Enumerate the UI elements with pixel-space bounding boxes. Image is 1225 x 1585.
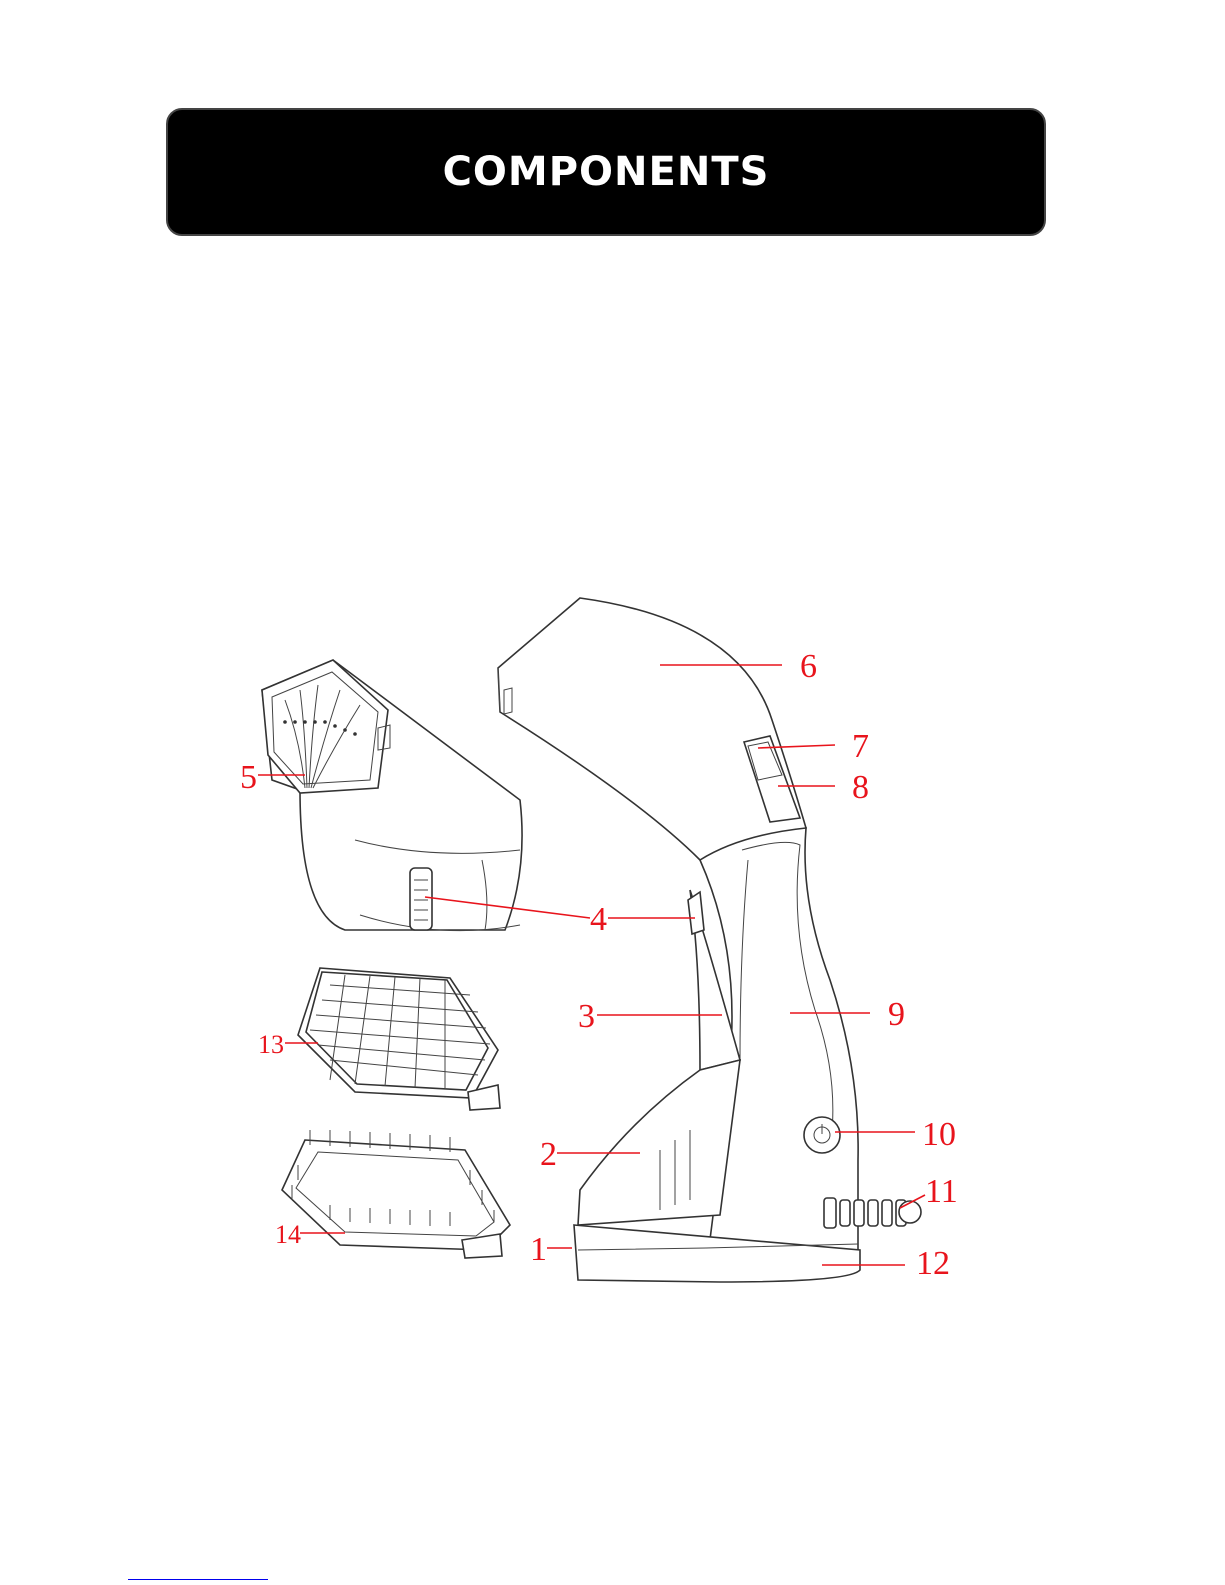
- accessory-14-brush-frame: [282, 1130, 510, 1258]
- callout-13: 13: [258, 1030, 284, 1059]
- callout-1: 1: [530, 1231, 547, 1268]
- accessory-13-mesh-pad: [298, 968, 500, 1110]
- steam-head-detail: [262, 660, 522, 931]
- callout-10: 10: [922, 1116, 956, 1153]
- callout-11: 11: [925, 1173, 958, 1210]
- callout-3: 3: [578, 998, 595, 1035]
- callout-12: 12: [916, 1245, 950, 1282]
- callout-2: 2: [540, 1136, 557, 1173]
- callout-7: 7: [852, 728, 869, 765]
- callout-14: 14: [275, 1220, 301, 1249]
- callout-4: 4: [590, 901, 607, 938]
- callout-6: 6: [800, 648, 817, 685]
- callout-8: 8: [852, 769, 869, 806]
- steamer-main-body: [498, 598, 921, 1282]
- footer-link-underline[interactable]: [128, 1579, 268, 1580]
- callout-5: 5: [240, 759, 257, 796]
- callout-9: 9: [888, 996, 905, 1033]
